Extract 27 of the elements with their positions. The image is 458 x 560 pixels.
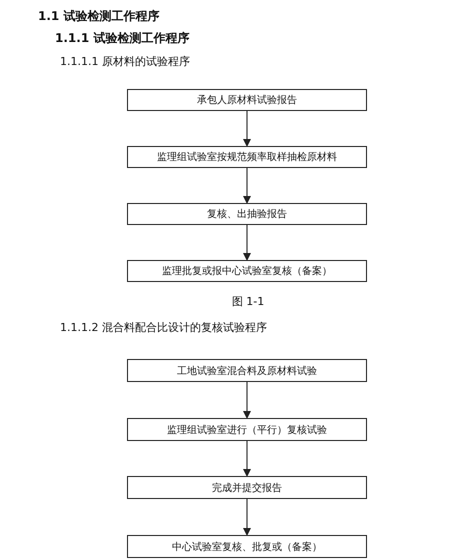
process-box <box>127 535 367 558</box>
figure-caption: 图 1-1 <box>232 294 264 309</box>
arrow <box>243 382 251 419</box>
process-box <box>127 359 367 382</box>
arrow <box>243 498 251 536</box>
step-text: 复核、出抽验报告 <box>207 208 287 221</box>
process-box <box>127 260 367 282</box>
step-text: 工地试验室混合料及原材料试验 <box>177 364 317 378</box>
step-text: 监理组试验室按规范频率取样抽检原材料 <box>157 150 337 164</box>
process-box <box>127 146 367 168</box>
step-text: 中心试验室复核、批复或（备案） <box>172 540 322 554</box>
subsection-heading: 1.1.1.2 混合料配合比设计的复核试验程序 <box>60 320 267 335</box>
arrow <box>243 168 251 204</box>
subsection-heading: 1.1.1.1 原材料的试验程序 <box>60 54 190 69</box>
process-box <box>127 203 367 225</box>
subsection-heading: 1.1.1 试验检测工作程序 <box>55 30 190 47</box>
step-text: 监理批复或报中心试验室复核（备案） <box>162 264 332 278</box>
step-text: 完成并提交报告 <box>212 482 282 494</box>
process-box <box>127 89 367 111</box>
arrow <box>243 224 251 261</box>
process-box <box>127 476 367 499</box>
step-text: 监理组试验室进行（平行）复核试验 <box>167 424 327 436</box>
step-text: 承包人原材料试验报告 <box>197 94 297 107</box>
process-box <box>127 418 367 441</box>
section-heading: 1.1 试验检测工作程序 <box>38 8 160 25</box>
arrow <box>243 110 251 147</box>
arrow <box>243 440 251 477</box>
